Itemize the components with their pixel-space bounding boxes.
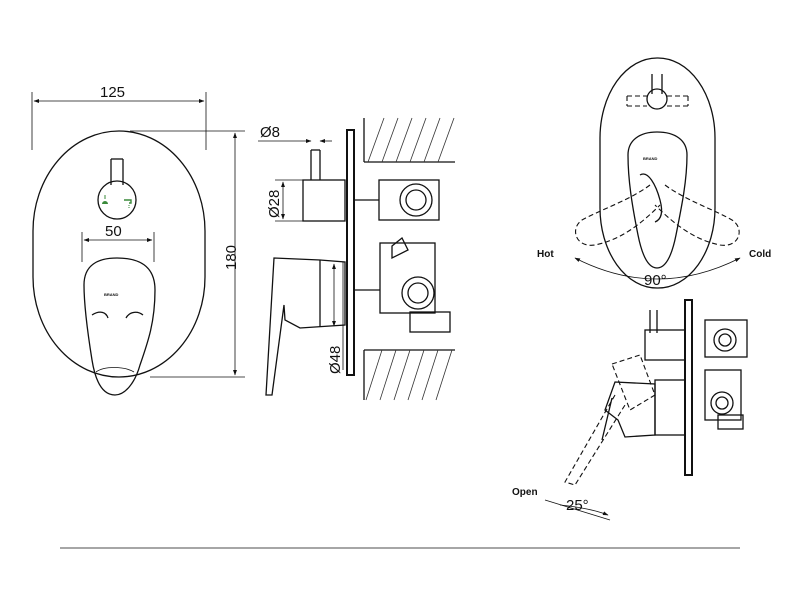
- wall-section-bottom: [363, 349, 455, 401]
- knob-diameter: Ø28: [266, 190, 283, 218]
- front-view: 125 180 50 BRAND: [31, 84, 245, 396]
- body-diameter: Ø48: [327, 346, 344, 374]
- side-view: Ø8 Ø28 Ø48: [258, 117, 455, 401]
- diverter-diameter: Ø8: [260, 124, 280, 141]
- open-view: Open 25°: [512, 299, 748, 521]
- rotation-logo: BRAND: [643, 156, 658, 161]
- valve-body: [355, 179, 451, 333]
- width-dimension: 125: [100, 84, 125, 101]
- cover-plate: [32, 130, 206, 378]
- open-angle: 25°: [566, 497, 589, 514]
- front-logo: BRAND: [104, 292, 119, 297]
- cover-plate-top-right: [599, 57, 716, 289]
- lever-side: [265, 257, 346, 396]
- diverter-knob-side: [302, 179, 346, 222]
- tub-spout-icon: [124, 199, 132, 208]
- shower-icon: [102, 195, 108, 204]
- wall-section-top: [363, 117, 455, 163]
- lever-handle: [83, 257, 156, 396]
- cover-plate-edge: [346, 129, 355, 376]
- height-dimension: 180: [223, 245, 240, 270]
- open-label: Open: [512, 487, 538, 498]
- lever-centre: [627, 131, 688, 269]
- diverter-knob: [97, 180, 137, 220]
- hot-label: Hot: [537, 249, 554, 260]
- rotation-view: BRAND Hot Cold 90°: [537, 57, 771, 289]
- lever-width-dimension: 50: [105, 223, 122, 240]
- rotation-angle: 90°: [644, 272, 667, 289]
- cold-label: Cold: [749, 249, 771, 260]
